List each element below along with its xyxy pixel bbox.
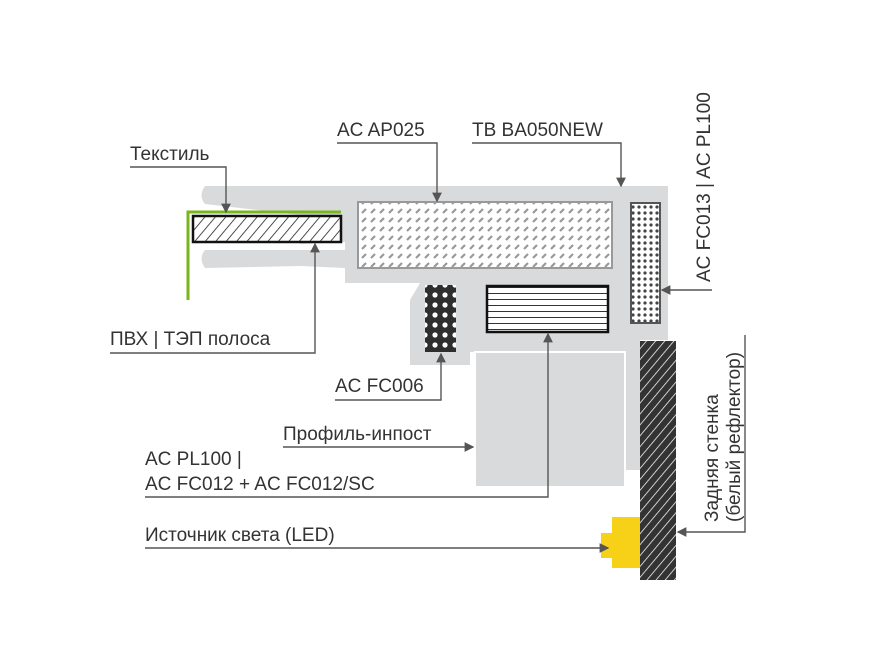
fc006-component bbox=[425, 285, 456, 352]
label-pl100-line1: AC PL100 | bbox=[145, 449, 242, 470]
label-fc013: AC FC013 | AC PL100 bbox=[694, 92, 715, 282]
label-pvc: ПВХ | ТЭП полоса bbox=[110, 329, 271, 350]
label-ap025: AC AP025 bbox=[337, 120, 425, 141]
pvc-strip bbox=[191, 214, 343, 244]
label-textile: Текстиль bbox=[130, 144, 210, 165]
ap025-component bbox=[357, 201, 613, 269]
label-ba050: TB BA050NEW bbox=[472, 120, 603, 141]
pl100-component bbox=[485, 284, 610, 334]
back-wall bbox=[640, 341, 676, 580]
textile-green-edge bbox=[186, 210, 341, 300]
label-impost: Профиль-инпост bbox=[283, 424, 432, 445]
label-pl100-line2: AC FC012 + AC FC012/SC bbox=[145, 474, 375, 495]
label-led: Источник света (LED) bbox=[145, 525, 335, 546]
label-fc006: AC FC006 bbox=[335, 376, 424, 397]
leader-lines bbox=[110, 142, 746, 553]
fc013-component bbox=[630, 202, 661, 324]
label-back-line1: Задняя стенка bbox=[702, 394, 723, 522]
led-light-source bbox=[601, 517, 640, 568]
impost-profile bbox=[474, 351, 626, 488]
label-back-line2: (белый рефлектор) bbox=[724, 352, 745, 522]
